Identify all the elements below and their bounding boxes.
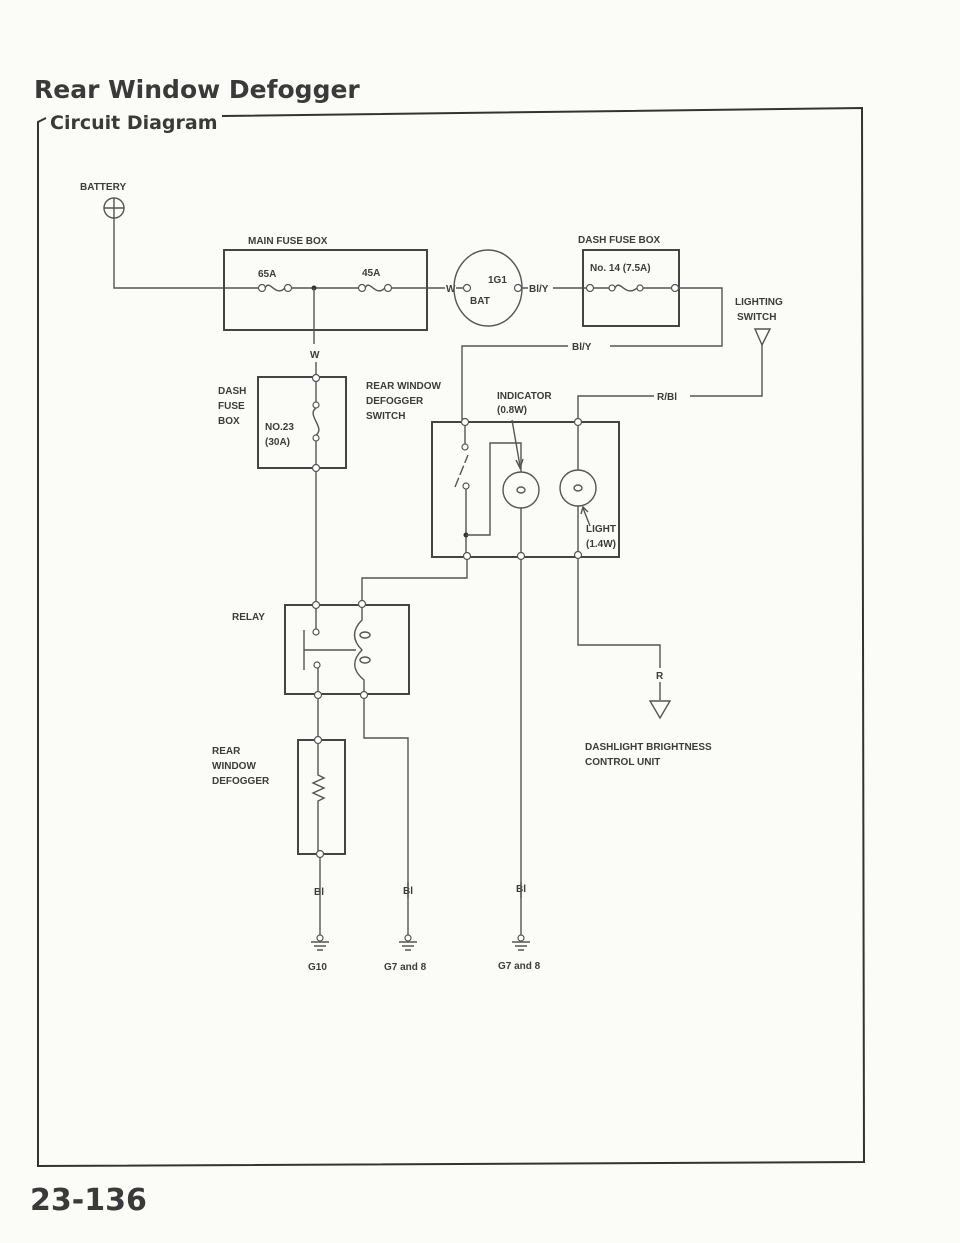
lighting-switch-label-1: LIGHTING bbox=[735, 297, 783, 308]
fuse-45a-icon bbox=[357, 283, 393, 293]
main-fuse-box-label: MAIN FUSE BOX bbox=[248, 236, 328, 247]
light-bulb-icon bbox=[559, 425, 597, 552]
wire-label-r: R bbox=[656, 671, 664, 682]
defogger-label-3: DEFOGGER bbox=[212, 776, 270, 787]
fuse-65a-label: 65A bbox=[258, 269, 276, 280]
lighting-switch-label-2: SWITCH bbox=[737, 312, 776, 323]
ground-icon bbox=[399, 934, 417, 951]
section-title: Circuit Diagram bbox=[50, 112, 218, 134]
frame bbox=[37, 106, 866, 1168]
dash-fuse-box-left bbox=[257, 376, 347, 469]
dashlight-arrow-icon bbox=[648, 700, 672, 720]
lighting-switch-arrow-icon bbox=[753, 328, 772, 347]
wire-label-w-2: W bbox=[310, 350, 320, 361]
page-number: 23-136 bbox=[30, 1183, 147, 1218]
switch-label-1: REAR WINDOW bbox=[366, 381, 442, 392]
wire-label-bly-2: Bl/Y bbox=[572, 342, 592, 353]
indicator-bulb-icon bbox=[502, 419, 540, 509]
ground-label-g7-8: G7 and 8 bbox=[384, 962, 427, 973]
ignition-bat-label: BAT bbox=[470, 296, 490, 307]
dashlight-label-1: DASHLIGHT BRIGHTNESS bbox=[585, 742, 712, 753]
main-fuse-box bbox=[223, 249, 428, 331]
fuse-no23-rating: (30A) bbox=[265, 437, 290, 448]
battery-label: BATTERY bbox=[80, 182, 126, 193]
page-title: Rear Window Defogger bbox=[34, 75, 360, 104]
dashlight-label-2: CONTROL UNIT bbox=[585, 757, 660, 768]
fuse-65a-icon bbox=[257, 283, 293, 293]
battery-icon bbox=[103, 197, 125, 219]
fuse-no14-label: No. 14 (7.5A) bbox=[590, 263, 651, 274]
wire-label-rbl: R/Bl bbox=[657, 392, 677, 403]
wire-label-w: W bbox=[446, 284, 456, 295]
relay-label: RELAY bbox=[232, 612, 265, 623]
ground-label-g10: G10 bbox=[308, 962, 327, 973]
indicator-rating: (0.8W) bbox=[497, 405, 527, 416]
ground-icon bbox=[311, 934, 329, 951]
light-label: LIGHT bbox=[586, 524, 616, 535]
switch-label-3: SWITCH bbox=[366, 411, 405, 422]
defogger-switch[interactable] bbox=[431, 421, 620, 558]
switch-label-2: DEFOGGER bbox=[366, 396, 424, 407]
fuse-no23-label: NO.23 bbox=[265, 422, 294, 433]
wire-label-bl-1: Bl bbox=[314, 887, 324, 898]
dash-fuse-box-top-label: DASH FUSE BOX bbox=[578, 235, 661, 246]
indicator-label: INDICATOR bbox=[497, 391, 552, 402]
dash-fuse-box-left-label-3: BOX bbox=[218, 416, 240, 427]
resistor-icon bbox=[311, 743, 326, 851]
dash-fuse-box-left-label-1: DASH bbox=[218, 386, 246, 397]
light-rating: (1.4W) bbox=[586, 539, 616, 550]
fuse-45a-label: 45A bbox=[362, 268, 380, 279]
ground-icon bbox=[512, 934, 530, 951]
relay bbox=[284, 604, 410, 695]
switch-contact-icon bbox=[454, 425, 470, 553]
ignition-1g1-label: 1G1 bbox=[488, 275, 507, 286]
wire-label-bly: Bl/Y bbox=[529, 284, 549, 295]
dash-fuse-box-left-label-2: FUSE bbox=[218, 401, 245, 412]
relay-coil-icon bbox=[303, 607, 371, 692]
defogger-label-2: WINDOW bbox=[212, 761, 256, 772]
fuse-no23-icon bbox=[311, 373, 321, 603]
fuse-no14-icon bbox=[585, 283, 680, 293]
defogger-label-1: REAR bbox=[212, 746, 241, 757]
ground-label-g7-8-2: G7 and 8 bbox=[498, 961, 541, 972]
